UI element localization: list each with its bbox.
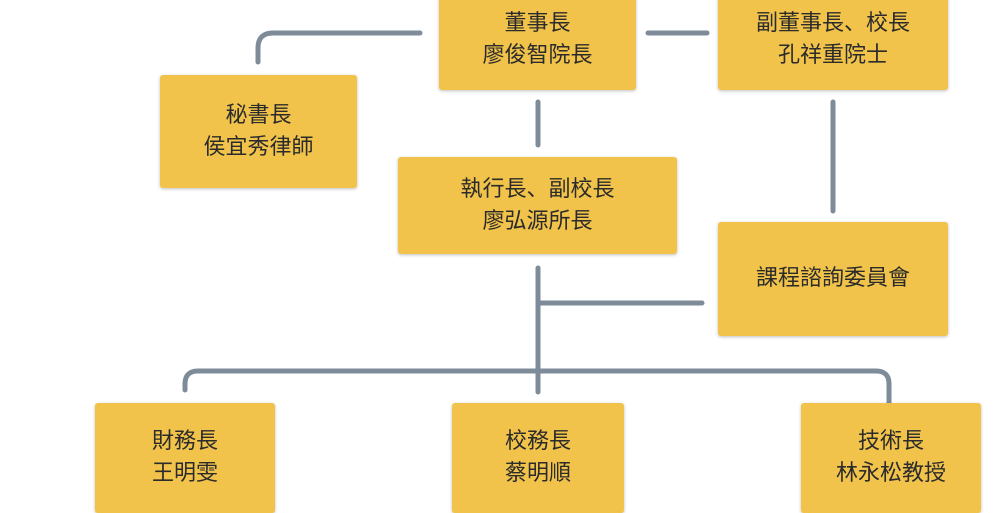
- chairman-box: 董事長 廖俊智院長: [439, 0, 636, 90]
- finance-director-name: 王明雯: [151, 461, 218, 486]
- executive-director-name: 廖弘源所長: [482, 208, 593, 234]
- connector-bottom-bus: [182, 368, 892, 406]
- technology-director-box: 技術長 林永松教授: [801, 403, 981, 513]
- academic-director-box: 校務長 蔡明順: [452, 403, 624, 513]
- curriculum-committee-title: 課程諮詢委員會: [755, 266, 910, 291]
- secretary-general-title: 秘書長: [225, 102, 292, 128]
- connector-chairman-secretary: [255, 30, 423, 65]
- chairman-name: 廖俊智院長: [482, 43, 593, 68]
- vice-chairman-title: 副董事長、校長: [755, 11, 910, 36]
- secretary-general-box: 秘書長 侯宜秀律師: [160, 75, 357, 188]
- technology-director-title: 技術長: [857, 429, 924, 454]
- finance-director-box: 財務長 王明雯: [95, 403, 275, 513]
- executive-director-title: 執行長、副校長: [460, 176, 615, 202]
- executive-director-box: 執行長、副校長 廖弘源所長: [398, 157, 677, 254]
- vice-chairman-box: 副董事長、校長 孔祥重院士: [718, 0, 948, 90]
- connector-lines: [182, 30, 892, 406]
- vice-chairman-name: 孔祥重院士: [777, 43, 888, 68]
- technology-director-name: 林永松教授: [835, 461, 946, 486]
- academic-director-title: 校務長: [504, 429, 571, 454]
- secretary-general-name: 侯宜秀律師: [203, 134, 314, 160]
- finance-director-title: 財務長: [151, 429, 218, 454]
- curriculum-committee-box: 課程諮詢委員會: [718, 222, 948, 336]
- academic-director-name: 蔡明順: [504, 461, 571, 486]
- chairman-title: 董事長: [504, 11, 571, 36]
